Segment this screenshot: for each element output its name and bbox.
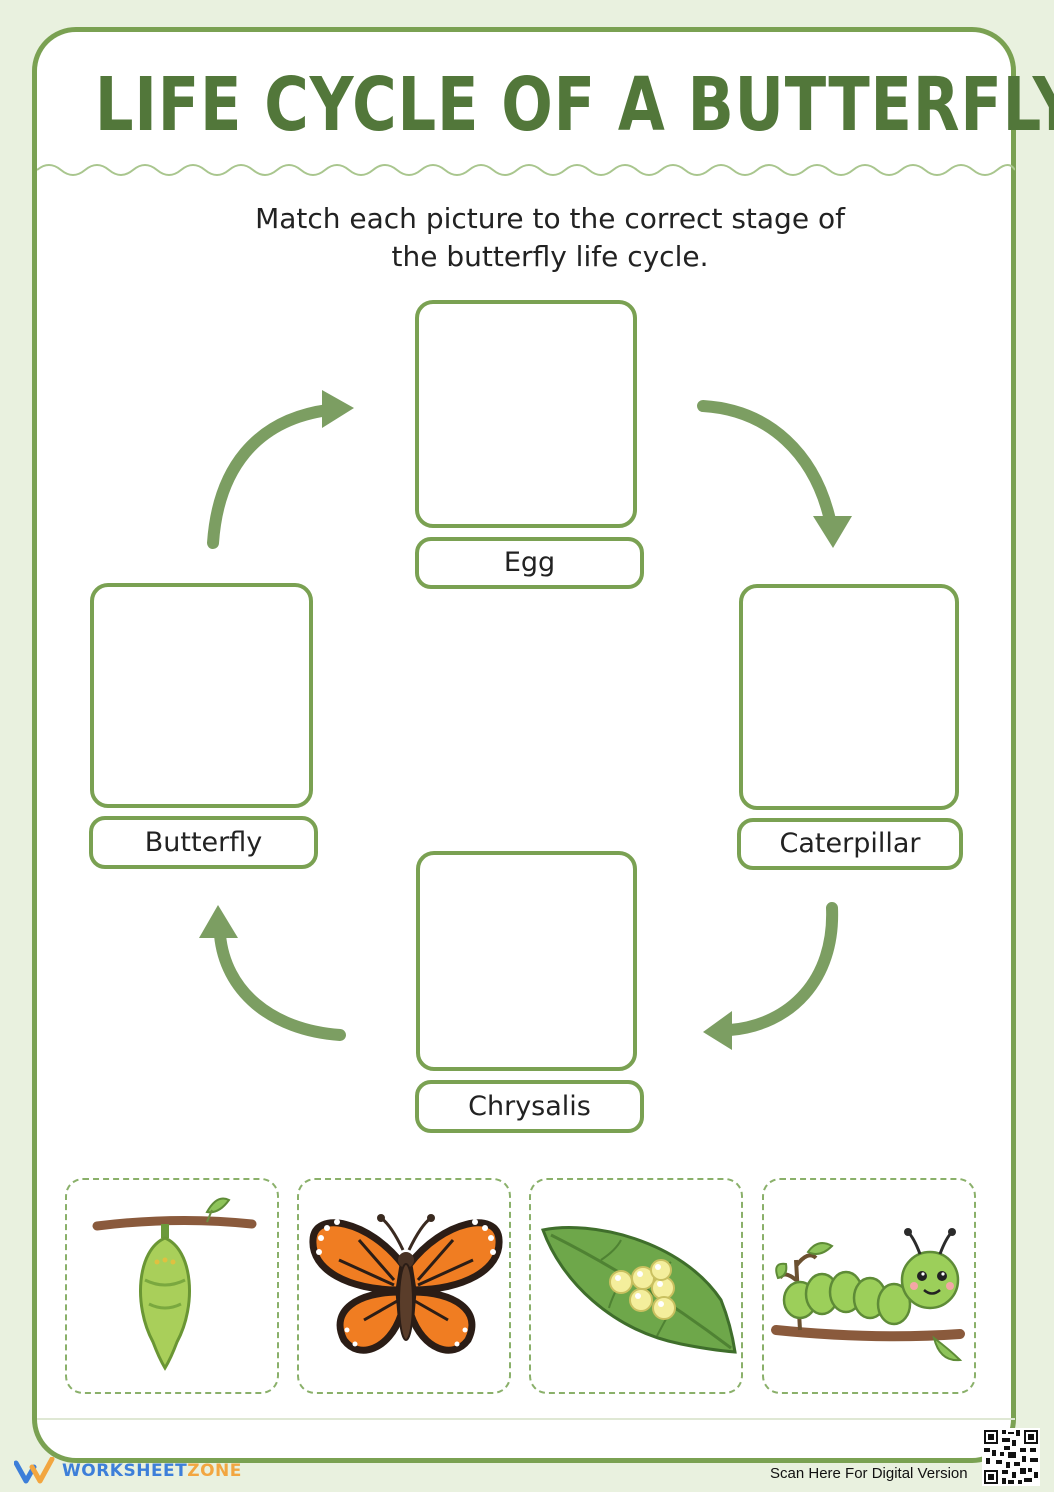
- instruction-line-1: Match each picture to the correct stage …: [255, 202, 845, 235]
- worksheet-title: LIFE CYCLE OF A BUTTERFLY: [94, 62, 1054, 148]
- chrysalis-label: Chrysalis: [415, 1080, 644, 1133]
- arrowhead-bottom-right: [703, 1011, 732, 1050]
- butterfly-drop-box[interactable]: [90, 583, 313, 808]
- caterpillar-drop-box[interactable]: [739, 584, 959, 810]
- arrow-butterfly-to-egg: [207, 404, 334, 549]
- brand-text-part1: WORKSHEET: [62, 1461, 188, 1481]
- chrysalis-picture-card[interactable]: [65, 1178, 279, 1394]
- butterfly-picture: [309, 1214, 503, 1354]
- arrowhead-top-right: [813, 516, 852, 548]
- arrowhead-bottom-left: [199, 905, 238, 938]
- footer-divider: [37, 1418, 1015, 1420]
- caterpillar-picture: [771, 1228, 965, 1362]
- arrow-chrysalis-to-butterfly: [214, 929, 346, 1041]
- arrow-caterpillar-to-chrysalis: [724, 902, 839, 1036]
- brand-text-part2: ZONE: [187, 1461, 242, 1481]
- title-wave-divider: [37, 164, 1015, 176]
- butterfly-picture-card[interactable]: [297, 1178, 511, 1394]
- caterpillar-label: Caterpillar: [737, 818, 963, 870]
- scan-here-text: Scan Here For Digital Version: [770, 1465, 968, 1482]
- arrow-egg-to-caterpillar: [697, 400, 836, 526]
- qr-code-icon[interactable]: [982, 1428, 1040, 1486]
- instruction-text: Match each picture to the correct stage …: [200, 200, 900, 276]
- worksheetzone-logo-icon: [14, 1457, 55, 1484]
- chrysalis-picture: [92, 1197, 257, 1371]
- egg-label: Egg: [415, 537, 644, 589]
- eggs-on-leaf-picture: [541, 1226, 737, 1354]
- butterfly-label: Butterfly: [89, 816, 318, 869]
- eggs-on-leaf-picture-card[interactable]: [529, 1178, 743, 1394]
- instruction-line-2: the butterfly life cycle.: [391, 240, 709, 273]
- arrowhead-top-left: [322, 390, 354, 428]
- chrysalis-drop-box[interactable]: [416, 851, 637, 1071]
- caterpillar-picture-card[interactable]: [762, 1178, 976, 1394]
- egg-drop-box[interactable]: [415, 300, 637, 528]
